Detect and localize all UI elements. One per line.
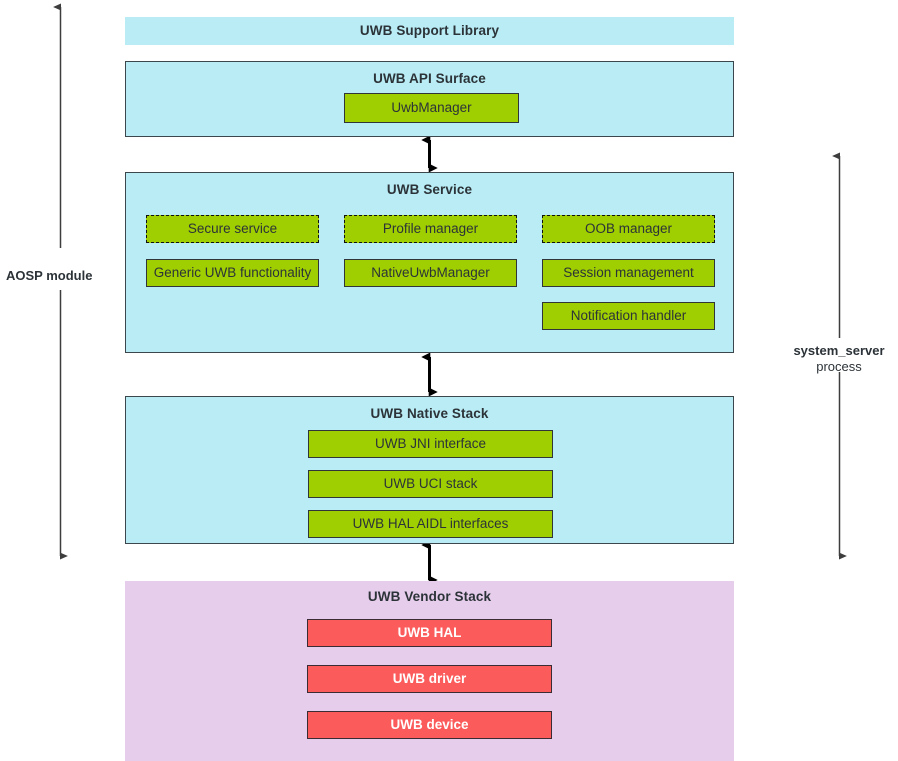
uwb-api-surface-group: UWB API Surface UwbManager <box>125 61 734 137</box>
uwb-support-library-title: UWB Support Library <box>359 23 500 38</box>
uwb-service-group: UWB Service Secure service Profile manag… <box>125 172 734 353</box>
node-notification-handler[interactable]: Notification handler <box>542 302 715 330</box>
node-uwb-jni-interface[interactable]: UWB JNI interface <box>308 430 553 458</box>
node-secure-service[interactable]: Secure service <box>146 215 319 243</box>
node-session-management[interactable]: Session management <box>542 259 715 287</box>
node-profile-manager[interactable]: Profile manager <box>344 215 517 243</box>
uwb-vendor-stack-title: UWB Vendor Stack <box>367 589 492 604</box>
node-native-uwb-manager[interactable]: NativeUwbManager <box>344 259 517 287</box>
system-server-process-label: system_server process <box>780 343 898 376</box>
uwb-support-library-group: UWB Support Library <box>125 17 734 45</box>
node-uwb-hal[interactable]: UWB HAL <box>307 619 552 647</box>
node-uwb-driver[interactable]: UWB driver <box>307 665 552 693</box>
node-uwb-hal-aidl-interfaces[interactable]: UWB HAL AIDL interfaces <box>308 510 553 538</box>
node-oob-manager[interactable]: OOB manager <box>542 215 715 243</box>
uwb-vendor-stack-group: UWB Vendor Stack UWB HAL UWB driver UWB … <box>125 581 734 761</box>
node-uwb-device[interactable]: UWB device <box>307 711 552 739</box>
uwb-api-surface-title: UWB API Surface <box>373 71 486 86</box>
process-label-text: process <box>816 359 862 375</box>
uwb-service-title: UWB Service <box>386 182 473 197</box>
node-uwb-manager[interactable]: UwbManager <box>344 93 519 123</box>
uwb-native-stack-title: UWB Native Stack <box>370 406 489 421</box>
node-generic-uwb-functionality[interactable]: Generic UWB functionality <box>146 259 319 287</box>
system-server-label-text: system_server <box>793 343 885 358</box>
node-uwb-uci-stack[interactable]: UWB UCI stack <box>308 470 553 498</box>
aosp-module-label: AOSP module <box>6 268 116 284</box>
aosp-module-label-text: AOSP module <box>6 268 93 283</box>
uwb-native-stack-group: UWB Native Stack UWB JNI interface UWB U… <box>125 396 734 544</box>
